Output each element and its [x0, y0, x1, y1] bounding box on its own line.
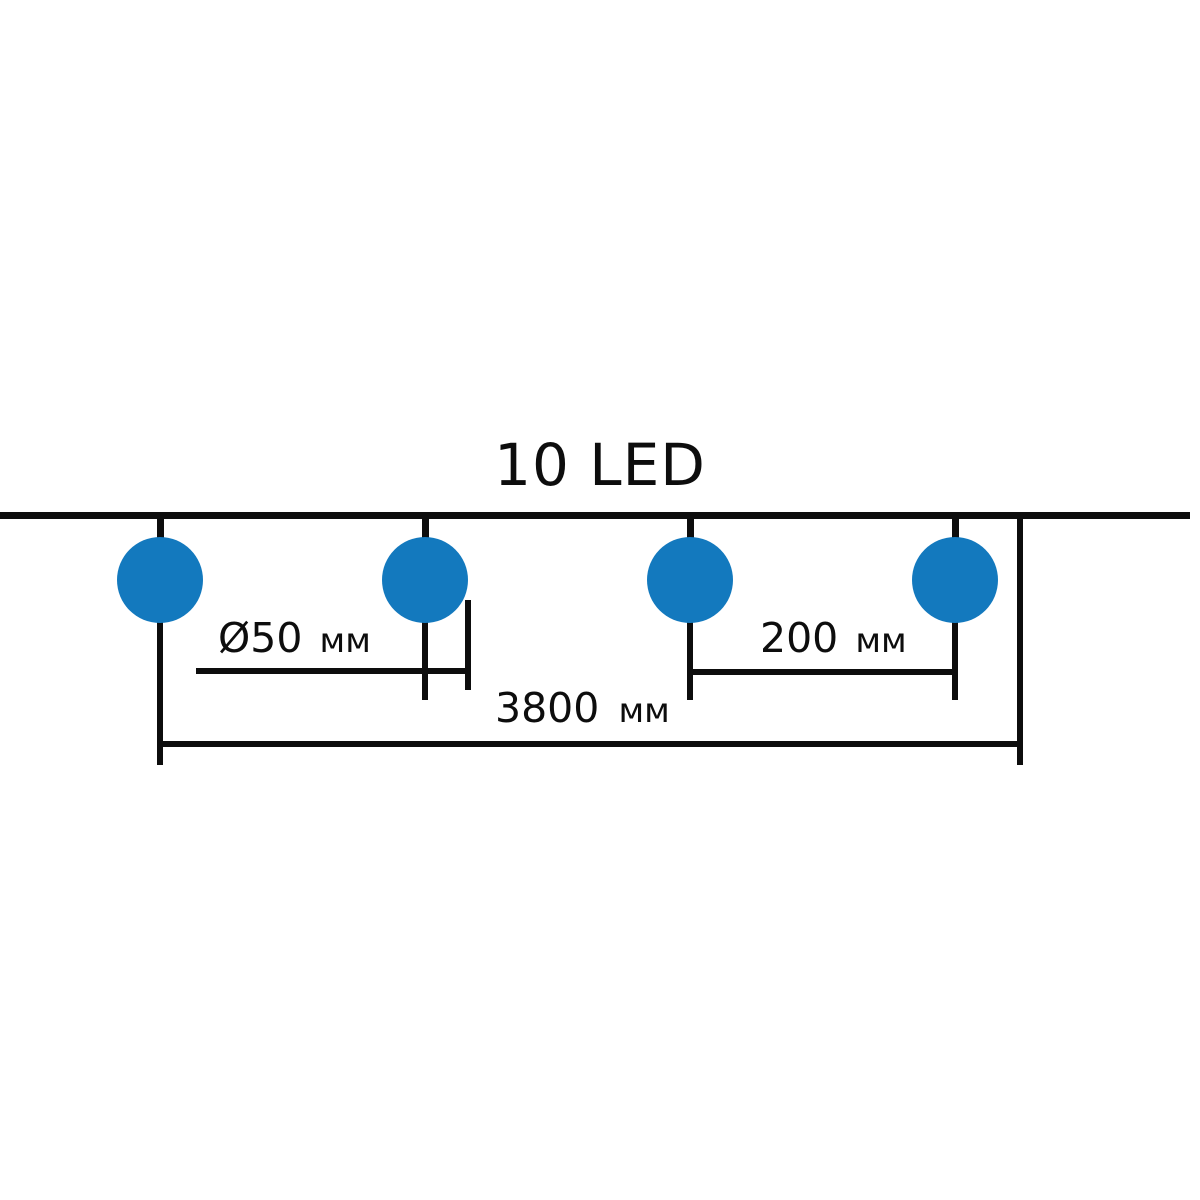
extension-line-bulb-3 [687, 600, 693, 700]
led-bulb-3 [647, 537, 733, 623]
horizontal-cable [0, 512, 1190, 519]
bulb-stem-4 [952, 515, 959, 547]
extension-line-bulb-2 [422, 600, 428, 700]
diameter-unit: мм [320, 621, 371, 661]
diameter-value: Ø50 [218, 614, 302, 662]
bulb-stem-1 [157, 515, 164, 547]
led-bulb-2 [382, 537, 468, 623]
diameter-dimension-line [196, 668, 468, 674]
total-length-unit: мм [618, 691, 669, 731]
spacing-dimension-group: 200 мм [690, 614, 958, 675]
diameter-dimension-group: Ø50 мм [196, 614, 468, 674]
bulb-stem-2 [422, 515, 429, 547]
total-length-dimension-line [160, 741, 1023, 747]
total-length-dimension-group: 3800 мм [160, 684, 1023, 747]
extension-line-diameter-right [465, 600, 471, 690]
spacing-dimension-label: 200 мм [760, 614, 907, 662]
bulb-stem-3 [687, 515, 694, 547]
page-title: 10 LED [494, 431, 706, 499]
extension-line-right [1017, 518, 1023, 765]
spacing-dimension-line [690, 669, 958, 675]
total-length-dimension-label: 3800 мм [495, 684, 670, 732]
spacing-value: 200 [760, 614, 838, 662]
diameter-dimension-label: Ø50 мм [218, 614, 371, 662]
extension-line-bulb-4 [952, 600, 958, 700]
led-bulb-1 [117, 537, 203, 623]
total-length-value: 3800 [495, 684, 599, 732]
extension-line-left [157, 600, 163, 765]
spacing-unit: мм [855, 621, 906, 661]
led-bulb-4 [912, 537, 998, 623]
